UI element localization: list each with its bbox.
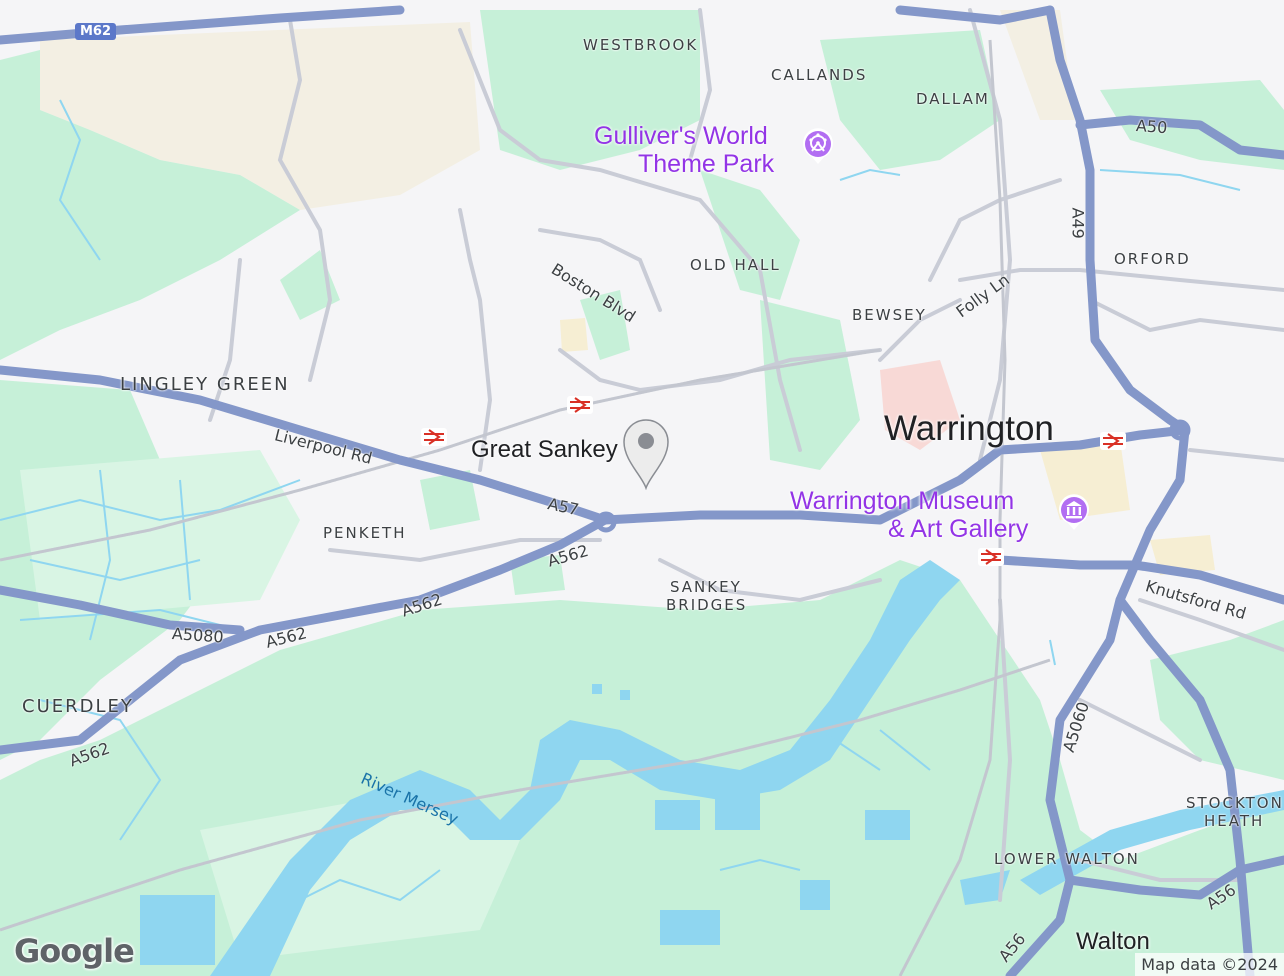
google-logo[interactable]: Google [14, 932, 135, 970]
map-pin-icon[interactable] [620, 416, 672, 490]
area-lingley-green: LINGLEY GREEN [120, 374, 290, 395]
road-label-a50: A50 [1135, 116, 1168, 138]
map-attribution[interactable]: Map data ©2024 [1135, 953, 1284, 976]
area-cuerdley: CUERDLEY [22, 696, 134, 717]
river-mersey [210, 560, 960, 976]
open-land [40, 22, 480, 210]
area-callands: CALLANDS [771, 66, 868, 84]
town-warrington: Warrington [884, 409, 1054, 448]
area-sankey-bridges-line1: SANKEY [670, 578, 742, 596]
area-lower-walton: LOWER WALTON [994, 850, 1140, 868]
town-centre [880, 360, 960, 450]
area-penketh: PENKETH [323, 524, 407, 542]
area-westbrook: WESTBROOK [583, 36, 699, 54]
streams [0, 99, 1241, 902]
area-stockton-heath-line2: HEATH [1204, 812, 1265, 830]
town-walton: Walton [1076, 928, 1150, 955]
museum-icon[interactable] [1054, 492, 1094, 532]
area-stockton-heath-line1: STOCKTON [1186, 794, 1284, 812]
rail-station-icon[interactable] [421, 428, 447, 446]
poi-label-warrington-museum-line2[interactable]: & Art Gallery [888, 515, 1029, 543]
ferris-wheel-icon[interactable] [798, 126, 838, 166]
road-label-a5080: A5080 [171, 624, 225, 647]
area-bewsey: BEWSEY [852, 306, 927, 324]
poi-label-gullivers-world-line1[interactable]: Gulliver's World [594, 122, 768, 150]
poi-label-warrington-museum-line1[interactable]: Warrington Museum [790, 487, 1015, 515]
roundabout [1169, 419, 1191, 441]
major-roads [0, 5, 1284, 976]
road-label-a49: A49 [1068, 207, 1088, 239]
commercial-area [1150, 535, 1215, 575]
area-old-hall: OLD HALL [690, 256, 781, 274]
road-shield-m62: M62 [75, 23, 117, 40]
ponds [140, 684, 1010, 965]
town-great-sankey: Great Sankey [471, 436, 618, 463]
railway [0, 39, 1051, 976]
rail-station-icon[interactable] [567, 396, 593, 414]
area-orford: ORFORD [1114, 250, 1191, 268]
minor-roads [208, 8, 1284, 902]
rail-station-icon[interactable] [978, 548, 1004, 566]
area-dallam: DALLAM [916, 90, 990, 108]
area-sankey-bridges-line2: BRIDGES [666, 596, 748, 614]
commercial-area [560, 318, 588, 352]
rail-station-icon[interactable] [1100, 432, 1126, 450]
roundabout [595, 511, 617, 533]
poi-label-gullivers-world-line2[interactable]: Theme Park [638, 150, 775, 178]
ship-canal [1020, 790, 1284, 895]
